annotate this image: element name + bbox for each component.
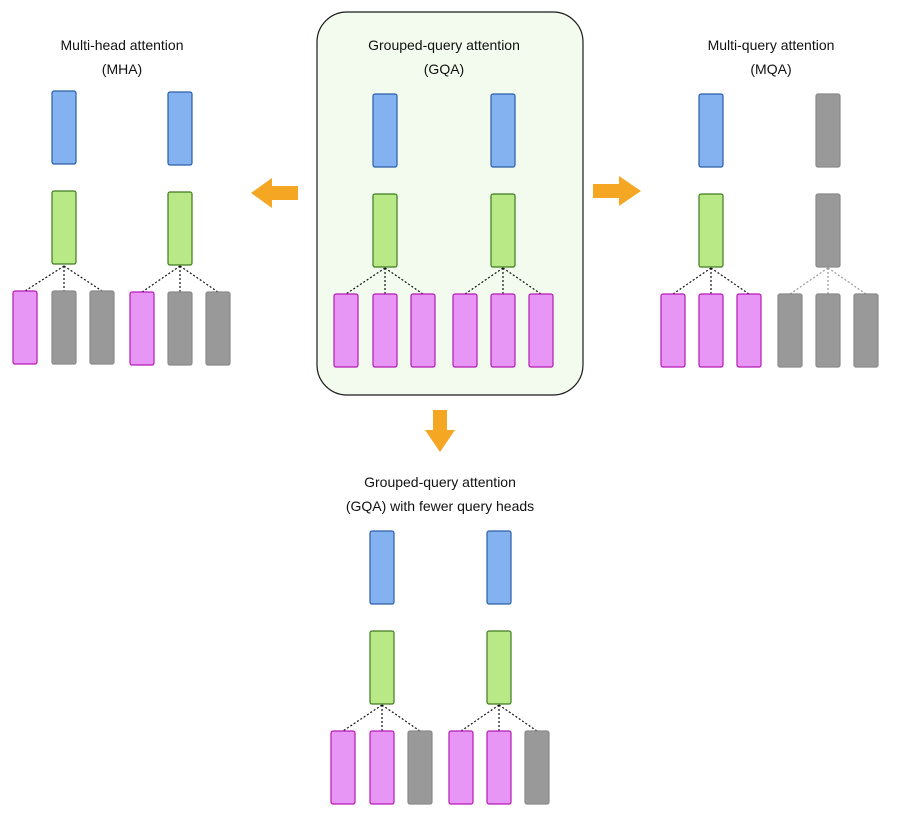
key-head-block — [486, 630, 512, 705]
inactive-query-block — [815, 293, 841, 368]
mha-title-line1: Multi-head attention — [61, 37, 184, 53]
arrow-right-icon — [593, 176, 641, 206]
query-head-block — [660, 293, 686, 368]
query-head-block — [330, 730, 356, 805]
query-head-block — [333, 293, 359, 368]
key-head-block — [167, 191, 193, 266]
inactive-query-block — [853, 293, 879, 368]
query-head-block — [448, 730, 474, 805]
query-head-block — [372, 293, 398, 368]
query-head-block — [528, 293, 554, 368]
key-head-block — [51, 190, 77, 265]
gqa-group-2 — [452, 93, 554, 368]
inactive-key-block — [815, 193, 841, 268]
query-head-block — [452, 293, 478, 368]
value-head-block — [51, 90, 77, 165]
connector-line — [789, 267, 829, 295]
connector-line — [24, 265, 65, 292]
gqa-fewer-title-line1: Grouped-query attention — [364, 474, 516, 490]
connector-line — [498, 704, 538, 732]
mqa-group-2-inactive — [777, 93, 879, 368]
connector-line — [827, 267, 867, 295]
connector-line — [672, 267, 712, 295]
key-head-block — [698, 193, 724, 268]
inactive-query-block — [777, 293, 803, 368]
connector-line — [141, 265, 181, 293]
value-head-block — [372, 93, 398, 168]
connector-line — [342, 704, 383, 732]
gqa-fewer-group-2 — [448, 530, 550, 805]
gqa-title-line1: Grouped-query attention — [368, 37, 520, 53]
key-head-block — [369, 630, 395, 705]
query-head-block — [369, 730, 395, 805]
value-head-block — [486, 530, 512, 605]
query-head-block — [12, 290, 38, 365]
connector-line — [460, 704, 500, 732]
connector-line — [381, 704, 421, 732]
mqa-title-line2: (MQA) — [750, 61, 791, 77]
arrow-left-icon — [251, 178, 298, 208]
inactive-query-block — [89, 290, 115, 365]
gqa-title-line2: (GQA) — [424, 61, 464, 77]
inactive-value-block — [815, 93, 841, 168]
key-head-block — [372, 193, 398, 268]
mha-title-line2: (MHA) — [102, 61, 142, 77]
inactive-query-block — [524, 730, 550, 805]
inactive-query-block — [205, 291, 231, 366]
gqa-fewer-group-1 — [330, 530, 433, 805]
inactive-query-block — [407, 730, 433, 805]
query-head-block — [410, 293, 436, 368]
gqa-group-1 — [333, 93, 436, 368]
mqa-group-1 — [660, 93, 762, 368]
inactive-query-block — [51, 290, 77, 365]
arrow-down-icon — [425, 410, 455, 452]
key-head-block — [490, 193, 516, 268]
connector-line — [710, 267, 750, 295]
mha-group-2 — [129, 91, 231, 366]
connector-line — [63, 265, 103, 292]
connector-line — [179, 265, 219, 293]
query-head-block — [736, 293, 762, 368]
query-head-block — [698, 293, 724, 368]
value-head-block — [369, 530, 395, 605]
gqa-fewer-title-line2: (GQA) with fewer query heads — [346, 498, 534, 514]
value-head-block — [490, 93, 516, 168]
inactive-query-block — [167, 291, 193, 366]
query-head-block — [129, 291, 155, 366]
mha-group-1 — [12, 90, 115, 365]
value-head-block — [698, 93, 724, 168]
value-head-block — [167, 91, 193, 166]
query-head-block — [490, 293, 516, 368]
query-head-block — [486, 730, 512, 805]
mqa-title-line1: Multi-query attention — [708, 37, 835, 53]
